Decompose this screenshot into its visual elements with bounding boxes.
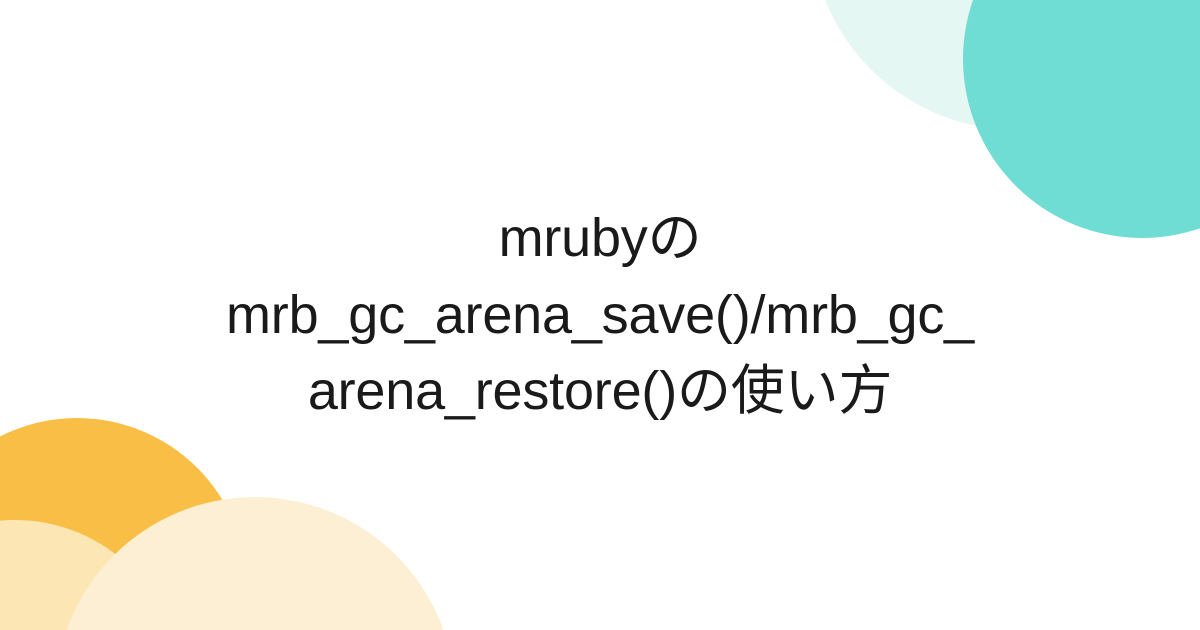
page-title: mrubyの mrb_gc_arena_save()/mrb_gc_ arena… [226,207,974,422]
